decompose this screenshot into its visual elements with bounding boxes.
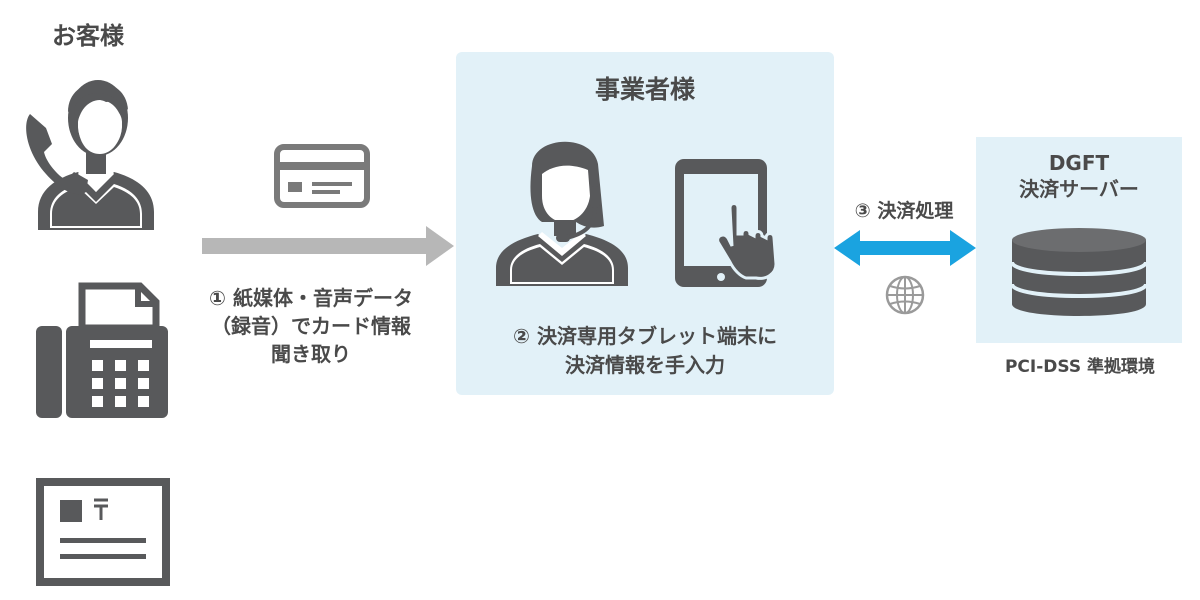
step2-line-1: ② 決済専用タブレット端末に <box>513 324 777 348</box>
fax-machine-icon <box>36 282 168 418</box>
postcard-icon <box>36 478 170 586</box>
step1-line-2: （録音）でカード情報 <box>211 314 411 338</box>
server-title-line-1: DGFT <box>1048 151 1110 175</box>
flow-arrow-gray <box>202 226 454 266</box>
step3-label: ③ 決済処理 <box>854 200 954 222</box>
step1-line-3: 聞き取り <box>271 342 351 366</box>
customer-title: お客様 <box>52 22 124 50</box>
pci-dss-label: PCI-DSS 準拠環境 <box>1004 357 1156 377</box>
merchant-title: 事業者様 <box>594 75 695 104</box>
phone-caller-icon <box>26 80 154 230</box>
operator-headset-icon <box>496 141 628 286</box>
globe-icon <box>885 275 925 315</box>
step1-description: ① 紙媒体・音声データ （録音）でカード情報 聞き取り <box>176 284 446 368</box>
credit-card-icon <box>274 144 370 208</box>
step2-description: ② 決済専用タブレット端末に 決済情報を手入力 <box>456 322 834 380</box>
server-title: DGFT 決済サーバー <box>976 150 1182 202</box>
step2-line-2: 決済情報を手入力 <box>565 353 725 377</box>
merchant-panel <box>456 52 834 395</box>
database-icon <box>1010 228 1148 316</box>
server-title-line-2: 決済サーバー <box>1019 177 1139 201</box>
tablet-touch-icon <box>675 159 778 287</box>
bidirectional-arrow-blue <box>834 230 976 266</box>
step1-line-1: ① 紙媒体・音声データ <box>209 286 413 310</box>
